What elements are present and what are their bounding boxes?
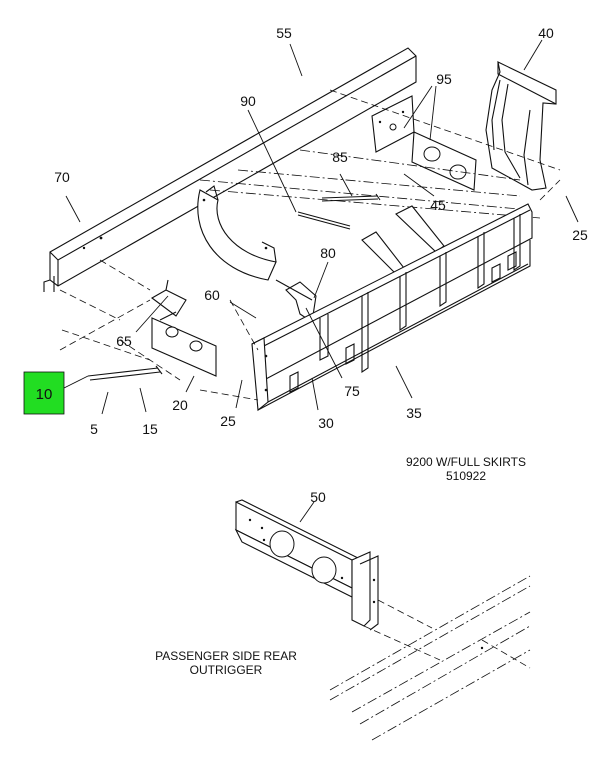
callout-60[interactable]: 60: [204, 287, 220, 303]
callout-30[interactable]: 30: [318, 415, 334, 431]
callout-80[interactable]: 80: [320, 245, 336, 261]
mud-flap: [485, 61, 557, 191]
model-caption-line1: 9200 W/FULL SKIRTS: [406, 455, 526, 469]
callout-5[interactable]: 5: [90, 421, 98, 437]
callout-20[interactable]: 20: [172, 397, 188, 413]
callout-55[interactable]: 55: [276, 25, 292, 41]
callout-40[interactable]: 40: [538, 25, 554, 41]
callout-65[interactable]: 65: [116, 333, 132, 349]
skirt-frame: [251, 203, 533, 412]
highlight-box[interactable]: [23, 371, 65, 415]
callout-85[interactable]: 85: [332, 149, 348, 165]
callout-90[interactable]: 90: [240, 93, 256, 109]
model-caption-line2: 510922: [446, 469, 486, 483]
inner-crossmembers: [199, 149, 541, 219]
callout-25-left[interactable]: 25: [220, 413, 236, 429]
leader-lines: [63, 39, 579, 415]
detail-caption-line2: OUTRIGGER: [190, 663, 263, 677]
callout-75[interactable]: 75: [344, 383, 360, 399]
bracket-65: [151, 279, 187, 317]
callout-95[interactable]: 95: [436, 71, 452, 87]
plate-20: [151, 311, 217, 377]
bracket-plate-95: [371, 95, 477, 191]
fender-ring: [197, 185, 277, 281]
callout-25-right[interactable]: 25: [572, 227, 588, 243]
callout-50[interactable]: 50: [310, 489, 326, 505]
callout-35[interactable]: 35: [406, 405, 422, 421]
callout-45[interactable]: 45: [430, 197, 446, 213]
detail-frame-rails: [329, 575, 531, 741]
rod-90: [297, 211, 351, 230]
callout-10[interactable]: 10: [36, 386, 53, 403]
callout-70[interactable]: 70: [54, 169, 70, 185]
side-rail: [43, 47, 417, 292]
bar-5-15: [87, 365, 163, 381]
callout-15[interactable]: 15: [142, 421, 158, 437]
outrigger-detail: [234, 499, 379, 631]
detail-caption-line1: PASSENGER SIDE REAR: [155, 649, 297, 663]
phantom-lines: [59, 89, 561, 401]
